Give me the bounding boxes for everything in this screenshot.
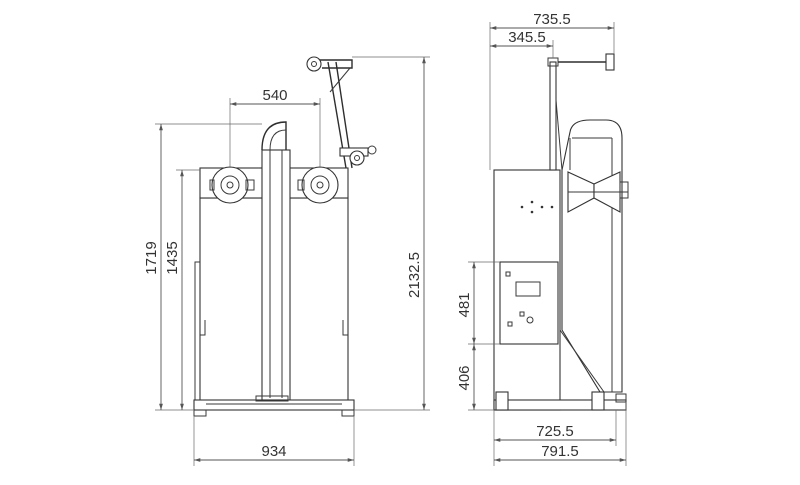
dim-label-540: 540 (262, 87, 287, 104)
front-arm-brace (329, 67, 351, 93)
side-panel-knob (526, 316, 534, 324)
front-right-notch (342, 320, 348, 336)
front-left-foot (193, 410, 207, 417)
side-dimensions: 735.5 345.5 481 406 725.5 791.5 (456, 11, 627, 466)
side-view (493, 53, 629, 411)
front-left-roller-hub (220, 175, 240, 195)
front-left-notch (200, 320, 206, 336)
side-drum-housing (561, 119, 623, 393)
front-right-roller-bracket (297, 179, 305, 191)
side-v-pulley-hub (619, 181, 629, 199)
dim-label-1719: 1719 (143, 241, 160, 274)
dim-label-2132-5: 2132.5 (406, 252, 423, 298)
front-dimensions: 540 934 1719 1435 2132.5 (143, 56, 430, 466)
front-right-foot (341, 410, 355, 417)
dim-label-791-5: 791.5 (541, 443, 579, 460)
front-right-roller-hub (310, 175, 330, 195)
front-view (193, 56, 377, 417)
front-top-arm (316, 59, 353, 69)
front-left-roller-edge (209, 179, 215, 191)
front-top-pulley (306, 56, 322, 72)
dim-label-345-5: 345.5 (508, 29, 546, 46)
front-left-panel-edge (194, 261, 200, 401)
side-display-screen (515, 281, 541, 297)
dim-label-1435: 1435 (164, 241, 181, 274)
side-mast (549, 61, 557, 171)
front-right-roller-axle (316, 181, 324, 189)
front-left-roller-axle (226, 181, 234, 189)
front-base-frame (193, 399, 355, 411)
front-left-roller (211, 166, 249, 204)
front-tension-pulley-hub (354, 155, 360, 161)
dim-label-725-5: 725.5 (536, 423, 574, 440)
side-top-arm-end (605, 53, 615, 71)
side-panel-button-top (505, 271, 511, 277)
front-left-roller-bracket (245, 179, 255, 191)
side-panel-indicator (519, 311, 525, 317)
side-right-foot (591, 391, 605, 411)
dim-label-934: 934 (261, 443, 286, 460)
side-vent-dots (520, 200, 554, 214)
front-guide-pipe-bend (261, 121, 287, 151)
front-right-roller (301, 166, 339, 204)
front-tension-pulley (349, 150, 365, 166)
front-tension-knob (367, 145, 377, 155)
dim-label-406: 406 (456, 365, 473, 390)
side-mast-brace (555, 99, 563, 171)
dim-label-735-5: 735.5 (533, 11, 571, 28)
side-control-panel (499, 261, 559, 345)
side-panel-button-bottom (507, 321, 513, 327)
side-left-foot (495, 391, 509, 411)
front-guide-pipe-inner (269, 129, 287, 151)
side-base (493, 399, 627, 411)
front-base-block (255, 395, 289, 402)
side-caster (615, 393, 627, 403)
side-slant-line (559, 329, 605, 393)
front-top-pulley-hub (311, 61, 317, 67)
dim-label-481: 481 (456, 292, 473, 317)
front-center-column (261, 149, 291, 401)
